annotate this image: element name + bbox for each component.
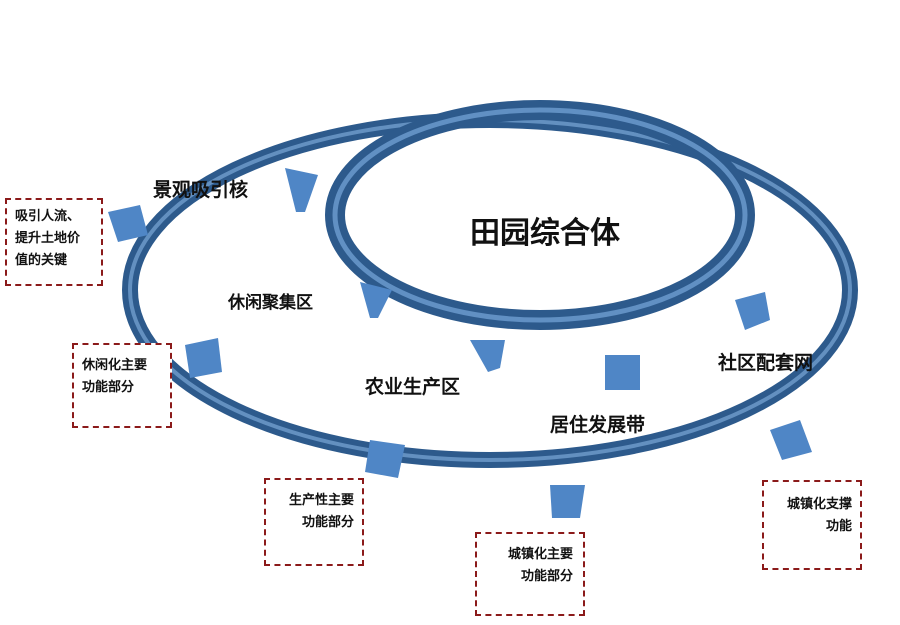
function-text: 功能 — [825, 519, 852, 534]
function-text: 值的关键 — [15, 253, 68, 268]
zone-label: 社区配套网 — [718, 352, 814, 374]
arrow-icon — [285, 168, 318, 212]
zone-label: 休闲聚集区 — [228, 293, 313, 313]
function-text: 提升土地价 — [15, 231, 81, 246]
arrow-icon — [360, 282, 392, 318]
function-box: 休闲化主要 功能部分 — [72, 343, 172, 428]
function-box: 城镇化主要 功能部分 — [475, 532, 585, 616]
zone-label: 景观吸引核 — [153, 179, 249, 201]
function-box: 城镇化支撑 功能 — [762, 480, 862, 570]
arrow-icon — [470, 340, 505, 372]
arrow-icon — [605, 355, 640, 390]
arrow-icon — [770, 420, 812, 460]
function-text: 城镇化支撑 — [786, 497, 852, 512]
function-box: 生产性主要 功能部分 — [264, 478, 364, 566]
function-text: 功能部分 — [82, 380, 135, 395]
center-title: 田园综合体 — [470, 216, 620, 251]
arrow-icon — [185, 338, 222, 378]
function-text: 城镇化主要 — [507, 547, 573, 562]
function-text: 功能部分 — [301, 515, 354, 530]
arrow-icon — [365, 440, 405, 478]
arrow-icon — [108, 205, 148, 242]
zone-label: 居住发展带 — [550, 414, 646, 436]
function-text: 吸引人流、 — [15, 209, 81, 224]
arrow-icon — [550, 485, 585, 518]
arrow-icon — [735, 292, 770, 330]
function-text: 功能部分 — [520, 569, 573, 584]
function-box: 吸引人流、 提升土地价 值的关键 — [5, 198, 103, 286]
inner-ring-highlight — [332, 107, 748, 323]
function-text: 生产性主要 — [288, 493, 354, 508]
function-text: 休闲化主要 — [82, 358, 148, 373]
zone-label: 农业生产区 — [365, 376, 461, 398]
